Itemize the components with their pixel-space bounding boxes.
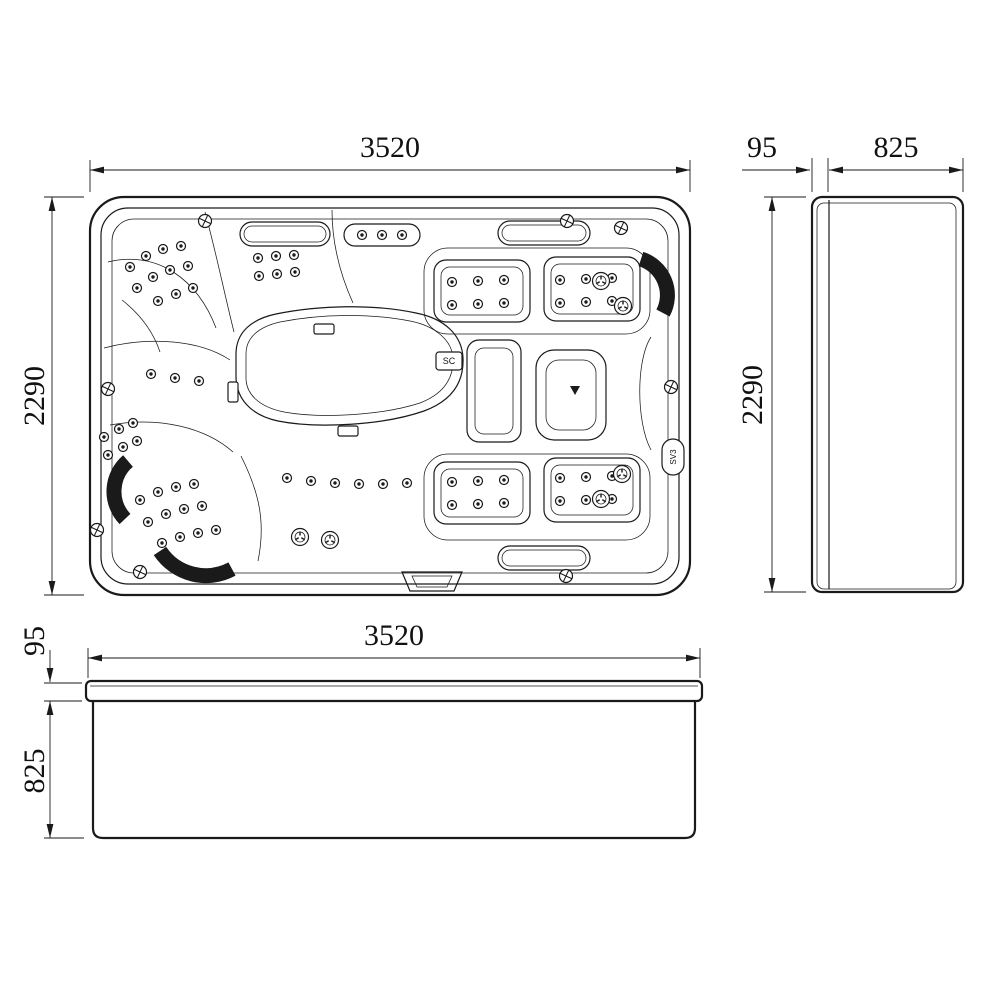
- side-lip-dimension: 95: [747, 131, 777, 164]
- front-view: [84, 679, 704, 840]
- front-height-dimension: 825: [18, 749, 51, 794]
- speaker-bottom-left: [106, 455, 134, 525]
- speaker-top-right: [638, 251, 675, 317]
- headrest-pillows: [239, 220, 591, 571]
- footwell: [227, 306, 464, 437]
- plan-spinner-jets: [290, 271, 633, 550]
- side-inner: [816, 202, 957, 590]
- plan-height-dimension: 2290: [18, 366, 51, 426]
- bottom-step: [401, 571, 463, 592]
- front-body: [91, 701, 697, 840]
- plan-jets: [98, 229, 618, 549]
- side-width-dimension: 825: [874, 131, 919, 164]
- control-box: SC: [435, 351, 463, 371]
- front-width-dimension: 3520: [364, 619, 424, 652]
- plan-screws: [89, 213, 679, 584]
- dimensions: 3520 2290 95 825 2290 3520 95 825: [18, 131, 964, 839]
- plan-outer-shell: [88, 195, 692, 597]
- plan-rim: [100, 207, 680, 585]
- plan-water-edge: [111, 218, 669, 574]
- side-height-dimension: 2290: [736, 365, 769, 425]
- plan-width-dimension: 3520: [360, 131, 420, 164]
- valve-label: SV3: [669, 449, 678, 465]
- speaker-bottom-edge: [153, 546, 236, 584]
- side-view: [810, 195, 965, 594]
- control-box-label: SC: [443, 356, 456, 366]
- plan-view: SC SV3: [88, 195, 692, 597]
- lounger-pads: [433, 256, 641, 525]
- front-lip: [84, 679, 704, 703]
- center-console: [466, 339, 607, 443]
- front-lip-dimension: 95: [18, 626, 51, 656]
- side-outer: [810, 195, 965, 594]
- valve-sv3: SV3: [661, 438, 685, 476]
- speaker-crescents: [106, 251, 675, 584]
